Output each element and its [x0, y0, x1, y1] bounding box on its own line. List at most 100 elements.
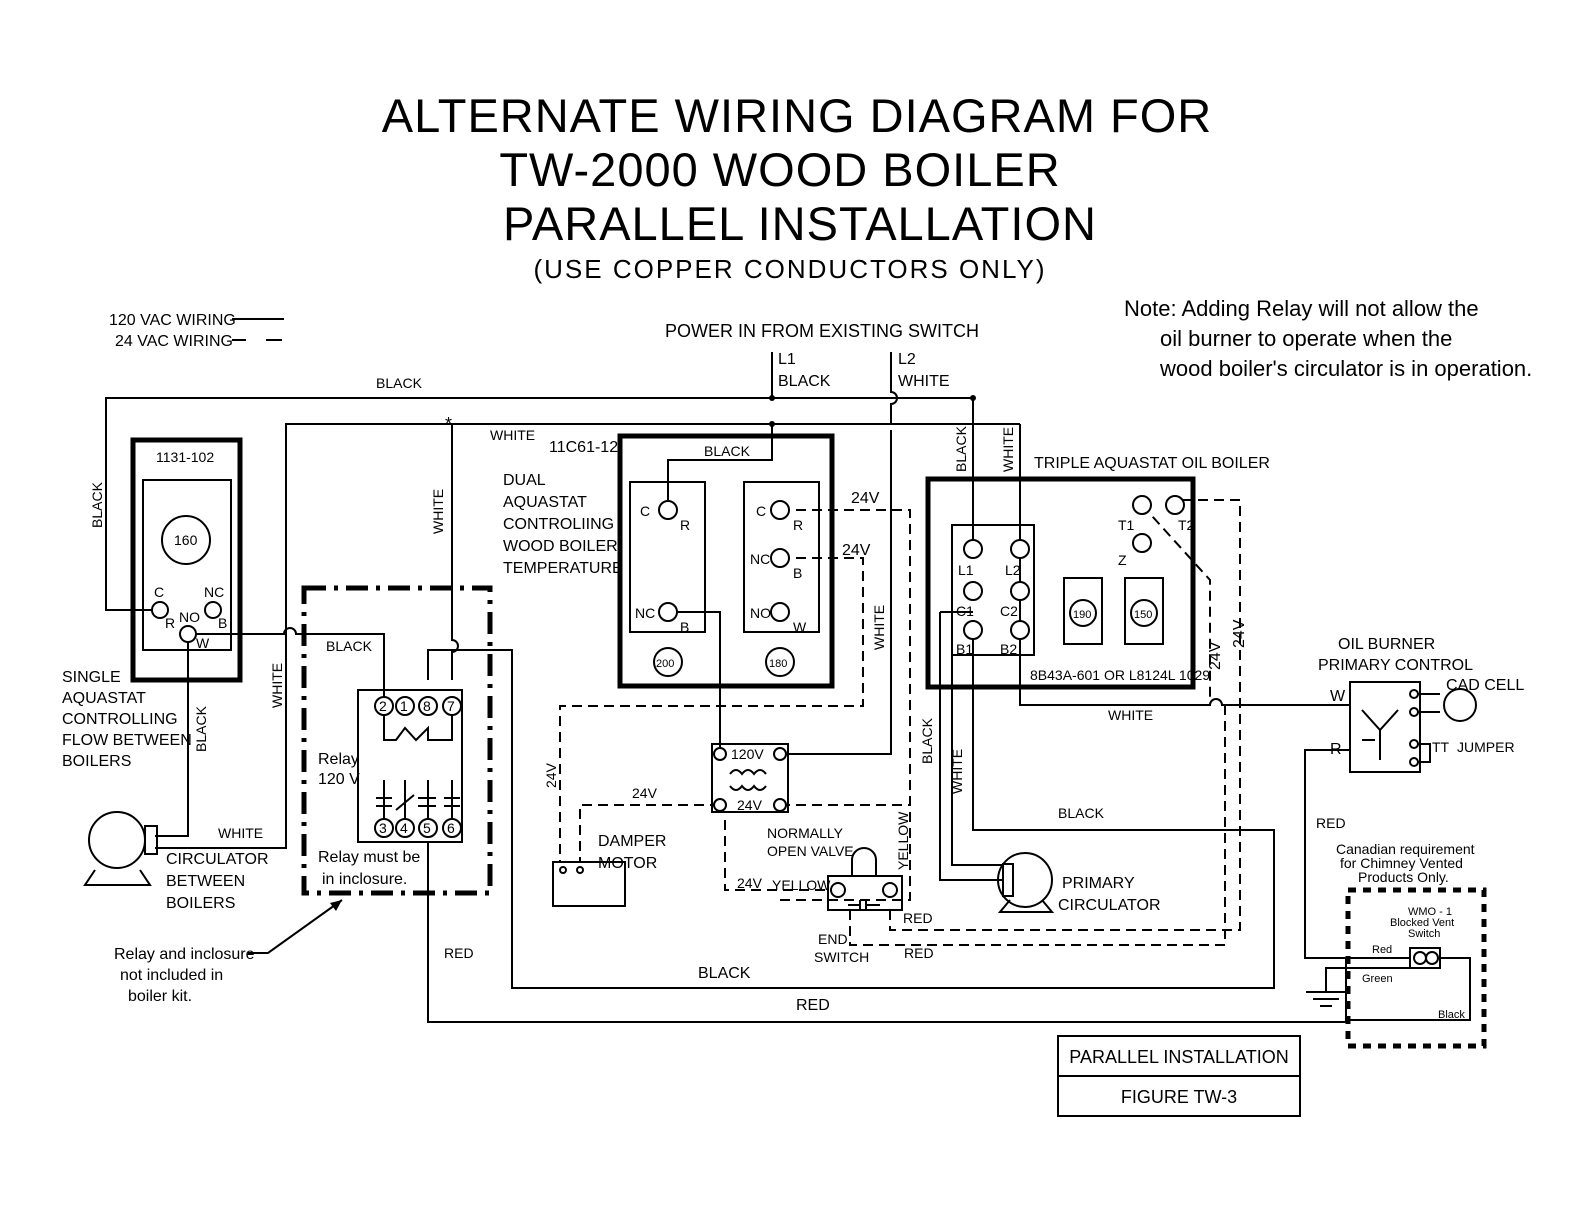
- title-line-4: (USE COPPER CONDUCTORS ONLY): [534, 254, 1047, 284]
- dual-dial-1: [653, 647, 683, 677]
- tt-label: TT: [1432, 739, 1450, 755]
- transformer-term-1: [713, 747, 727, 761]
- note-line-1: Note: Adding Relay will not allow the: [1124, 296, 1479, 321]
- relay-note-1: Relay must be: [318, 849, 420, 866]
- wire-transformer-to-l2: [780, 430, 892, 755]
- canadian-line-2: for Chimney Vented: [1340, 855, 1463, 871]
- power-l2-color: WHITE: [898, 373, 950, 390]
- transformer-term-2: [773, 747, 787, 761]
- oil-burner-label-1: OIL BURNER: [1338, 636, 1435, 653]
- valve-term-2: [882, 882, 898, 898]
- dual-aquastat-desc-4: WOOD BOILER: [503, 538, 618, 555]
- circulator-between-label-1: CIRCULATOR: [166, 851, 269, 868]
- wire-black-no-to-relay: [190, 627, 385, 700]
- dual-c1-label: C: [640, 503, 650, 519]
- triple-term-t2: [1165, 495, 1185, 515]
- triple-term-b2: [1010, 620, 1030, 640]
- wire-dual-nc-to-transformer: [668, 611, 721, 754]
- wire-black-to-dual: [667, 424, 773, 500]
- wire-24v-red-end2: [889, 499, 1241, 931]
- canadian-line-3: Products Only.: [1358, 869, 1449, 885]
- oil-burner-r: R: [1330, 741, 1342, 758]
- triple-c1-label: C1: [956, 603, 974, 619]
- triple-dial-1-box: [1063, 577, 1103, 645]
- label-black-circ: BLACK: [193, 705, 209, 752]
- label-white-l2: WHITE: [871, 605, 887, 650]
- legend-24vac: 24 VAC WIRING: [115, 333, 233, 350]
- power-l1-color: BLACK: [778, 373, 831, 390]
- single-aquastat-desc-4: FLOW BETWEEN: [62, 732, 192, 749]
- circulator-between-boilers: CIRCULATOR BETWEEN BOILERS: [83, 811, 269, 912]
- label-24v-valve: 24V: [737, 875, 763, 891]
- note-line-3: wood boiler's circulator is in operation…: [1159, 356, 1532, 381]
- triple-dial-2: [1130, 599, 1158, 627]
- damper-term-2: [576, 866, 584, 874]
- circulator-between-flange: [144, 825, 158, 855]
- triple-dial-2-value: 150: [1134, 609, 1152, 621]
- label-white-relay: WHITE: [430, 489, 446, 534]
- single-aquastat-term-nc: [204, 601, 222, 619]
- power-label: POWER IN FROM EXISTING SWITCH: [665, 321, 979, 341]
- dual-dial-2: [765, 647, 795, 677]
- oil-burner-body: [1349, 681, 1421, 773]
- transformer-term-4: [773, 798, 787, 812]
- cad-cell: [1443, 688, 1477, 722]
- circulator-between-label-3: BOILERS: [166, 895, 235, 912]
- tt-jumper: [1418, 743, 1431, 763]
- relay-pin-7-label: 7: [447, 698, 455, 714]
- triple-l1-label: L1: [958, 562, 974, 578]
- label-white-c2: WHITE: [949, 749, 965, 794]
- relay-callout-1: Relay and inclosure: [114, 946, 255, 963]
- circulator-between-base: [83, 869, 152, 886]
- relay-label-2: 120 V: [318, 771, 360, 788]
- single-aquastat-dial: [161, 515, 211, 565]
- dual-b2-label: B: [793, 565, 802, 581]
- oil-burner-w: W: [1330, 688, 1346, 705]
- dual-r2-label: R: [793, 517, 803, 533]
- dual-aquastat-desc-1: DUAL: [503, 472, 546, 489]
- damper-term-1: [559, 866, 567, 874]
- single-aquastat-no: NO: [179, 609, 200, 625]
- wire-24v-r: [780, 509, 911, 901]
- wmo-switch: [1409, 947, 1441, 969]
- single-aquastat-nc: NC: [204, 584, 224, 600]
- label-white-circ: WHITE: [218, 825, 263, 841]
- relay-pin-2-label: 2: [379, 698, 387, 714]
- wmo-switch-term-2: [1425, 951, 1439, 965]
- oil-burner-term-1: [1409, 689, 1419, 699]
- single-aquastat-dial-value: 160: [174, 532, 198, 548]
- cad-cell-label: CAD CELL: [1446, 677, 1524, 694]
- relay-callout-3: boiler kit.: [128, 988, 192, 1005]
- relay-coil: [383, 715, 453, 742]
- relay-pin-4: [395, 818, 415, 838]
- triple-model: 8B43A-601 OR L8124L 1029: [1030, 667, 1210, 683]
- dual-term-no2: [770, 602, 790, 622]
- label-24v-t1: 24V: [1207, 641, 1224, 670]
- transformer-body: [711, 743, 789, 813]
- triple-term-c1: [963, 581, 983, 601]
- triple-aquastat-outer: [925, 476, 1196, 690]
- oil-burner-term-3: [1409, 739, 1419, 749]
- wire-black-relay-to-circulator: [427, 630, 1275, 989]
- dual-aquastat-outer: [617, 433, 835, 689]
- oil-burner-term-2: [1409, 707, 1419, 717]
- oil-burner-control: OIL BURNER PRIMARY CONTROL W R CAD CELL …: [1318, 636, 1524, 773]
- relay-callout-arrow: [248, 899, 343, 954]
- triple-dial-1-value: 190: [1073, 609, 1091, 621]
- label-24v-b: 24V: [842, 542, 871, 559]
- junction-star: *: [445, 414, 452, 434]
- single-aquastat: 1131-102 160 C NC R NO B W SINGLE AQUAST…: [62, 437, 243, 770]
- primary-circulator-label-2: CIRCULATOR: [1058, 897, 1161, 914]
- relay-enclosure: 2 1 8 7 3 4 5 6 Relay 120 V Relay must b…: [114, 585, 493, 1005]
- label-black-dual: BLACK: [704, 443, 751, 459]
- primary-circulator: PRIMARY CIRCULATOR: [997, 852, 1161, 914]
- relay-pin-8: [418, 696, 438, 716]
- triple-c2-label: C2: [1000, 603, 1018, 619]
- label-black-bottom: BLACK: [698, 965, 751, 982]
- primary-circulator-label-1: PRIMARY: [1062, 875, 1135, 892]
- oil-burner-label-2: PRIMARY CONTROL: [1318, 657, 1473, 674]
- dual-dial-1-value: 200: [656, 658, 674, 670]
- triple-term-z: [1132, 533, 1152, 553]
- triple-term-t1: [1132, 495, 1152, 515]
